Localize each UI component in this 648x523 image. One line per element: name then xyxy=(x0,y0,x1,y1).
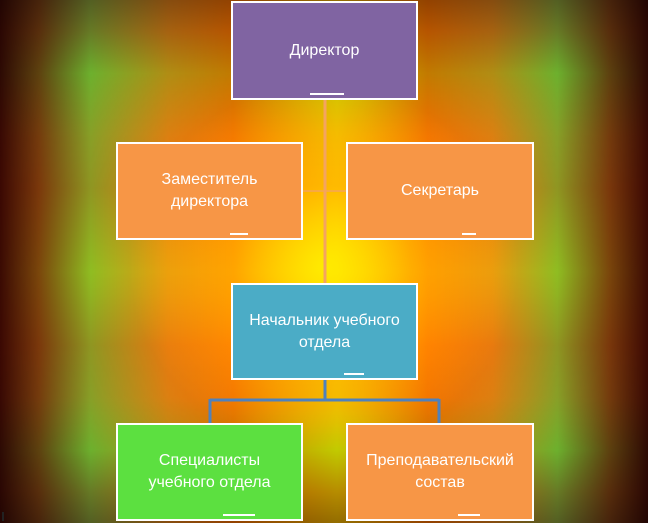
selection-handle xyxy=(310,93,344,95)
selection-handle xyxy=(230,233,248,235)
selection-handle xyxy=(344,373,364,375)
node-teachers[interactable]: Преподавательский состав xyxy=(346,423,534,521)
text-cursor xyxy=(2,512,4,521)
node-director[interactable]: Директор xyxy=(231,1,418,100)
node-head-of-department-label: Начальник учебного отдела xyxy=(249,311,400,351)
selection-handle xyxy=(462,233,476,235)
node-secretary[interactable]: Секретарь xyxy=(346,142,534,240)
node-head-of-department[interactable]: Начальник учебного отдела xyxy=(231,283,418,380)
node-deputy-director[interactable]: Заместитель директора xyxy=(116,142,303,240)
node-secretary-label: Секретарь xyxy=(401,182,479,199)
node-specialists[interactable]: Специалисты учебного отдела xyxy=(116,423,303,521)
node-teachers-label: Преподавательский состав xyxy=(366,452,514,491)
selection-handle xyxy=(458,514,480,516)
node-deputy-director-label: Заместитель директора xyxy=(161,171,258,210)
node-director-label: Директор xyxy=(289,41,360,59)
selection-handle xyxy=(223,514,255,516)
node-specialists-label: Специалисты учебного отдела xyxy=(148,452,271,491)
